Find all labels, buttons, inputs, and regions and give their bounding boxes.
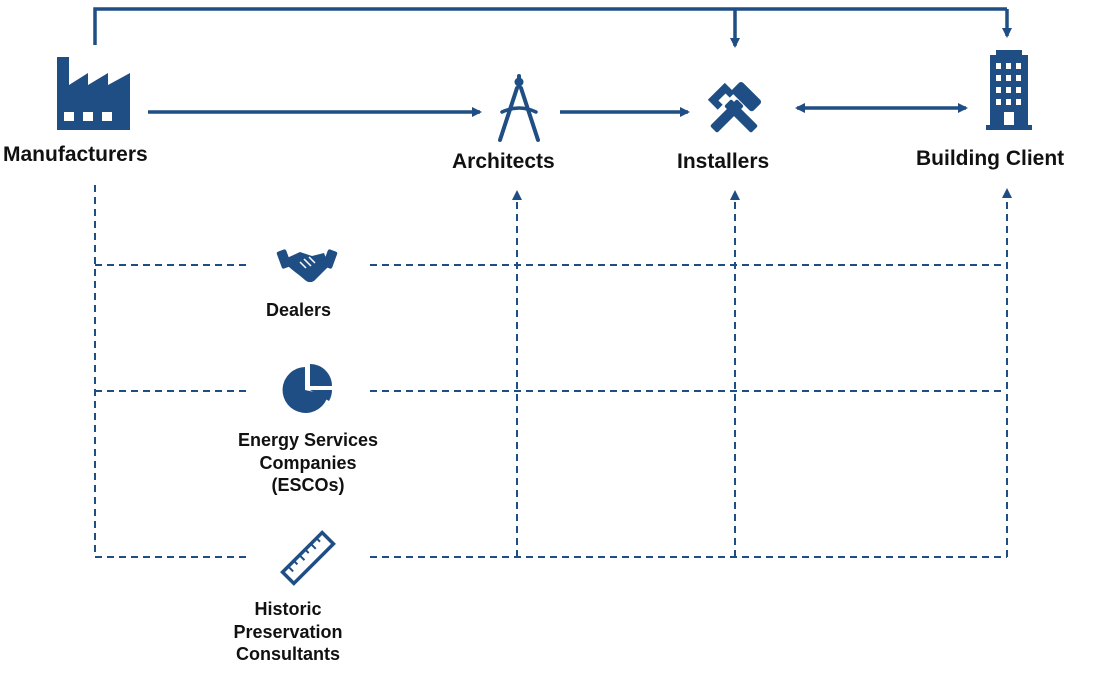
office-building-icon bbox=[986, 50, 1032, 130]
top-route-lines bbox=[93, 7, 1012, 48]
architects-label: Architects bbox=[452, 150, 555, 173]
installers-label: Installers bbox=[677, 150, 770, 173]
escos-label-line-2: Companies bbox=[259, 452, 357, 473]
escos-label-line-3: (ESCOs) bbox=[271, 475, 345, 495]
manufacturers-label: Manufacturers bbox=[3, 143, 148, 166]
historic-label-line-2: Preservation bbox=[233, 621, 343, 642]
factory-icon bbox=[57, 57, 130, 130]
hammer-wrench-icon bbox=[707, 81, 762, 133]
dashed-network bbox=[94, 185, 1012, 558]
main-flow-lines bbox=[148, 103, 968, 117]
handshake-icon bbox=[276, 249, 338, 283]
historic-label: Historic Preservation Consultants bbox=[228, 598, 348, 666]
ruler-icon bbox=[280, 530, 336, 586]
escos-label: Energy Services Companies (ESCOs) bbox=[218, 429, 398, 497]
manufacturers-to-top-line bbox=[93, 7, 1007, 45]
escos-label-line-1: Energy Services bbox=[237, 430, 379, 450]
pie-chart-icon bbox=[282, 364, 332, 413]
historic-label-line-1: Historic bbox=[254, 599, 322, 619]
drafting-compass-icon bbox=[498, 74, 540, 142]
dealers-label: Dealers bbox=[266, 300, 332, 320]
building-client-label: Building Client bbox=[916, 147, 1065, 170]
historic-label-line-3: Consultants bbox=[235, 644, 340, 664]
